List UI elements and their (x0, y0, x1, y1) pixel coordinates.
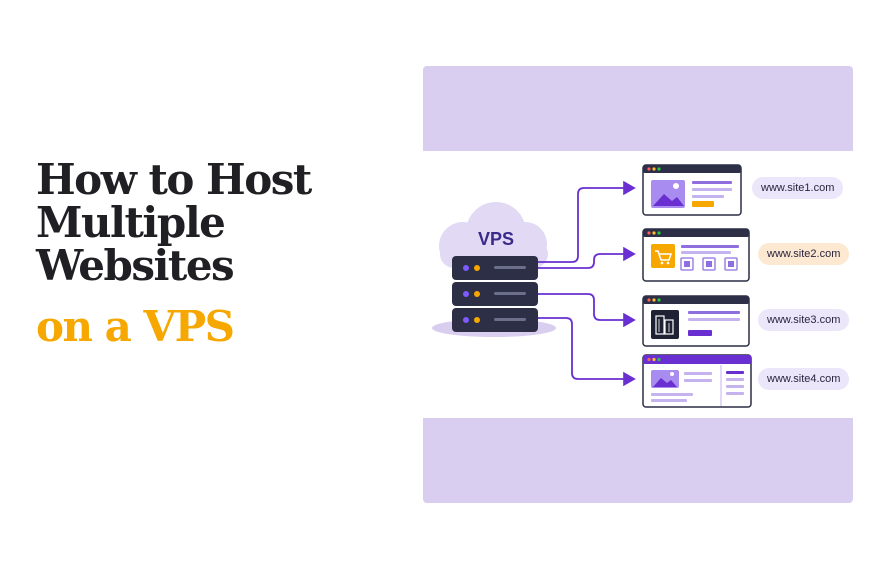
title-line-2: Multiple (36, 198, 226, 247)
image-icon (651, 180, 685, 208)
building-icon (651, 310, 679, 339)
page-title: How to Host Multiple Websites on a VPS (36, 158, 396, 348)
image-icon (651, 370, 679, 388)
site4-window (642, 354, 752, 408)
site4-url: www.site4.com (758, 368, 850, 390)
site1-window (642, 164, 742, 216)
title-line-3: Websites (36, 241, 235, 290)
site1-url: www.site1.com (752, 177, 844, 199)
site2-url: www.site2.com (758, 243, 850, 265)
connection-lines (538, 180, 636, 387)
title-line-1: How to Host (36, 155, 312, 204)
site2-window (642, 228, 750, 282)
server-stack (452, 256, 538, 332)
title-accent: on a VPS (36, 302, 235, 351)
site3-url: www.site3.com (758, 309, 850, 331)
shopping-cart-icon (651, 244, 675, 268)
vps-label: VPS (478, 229, 514, 249)
site3-window (642, 295, 750, 347)
